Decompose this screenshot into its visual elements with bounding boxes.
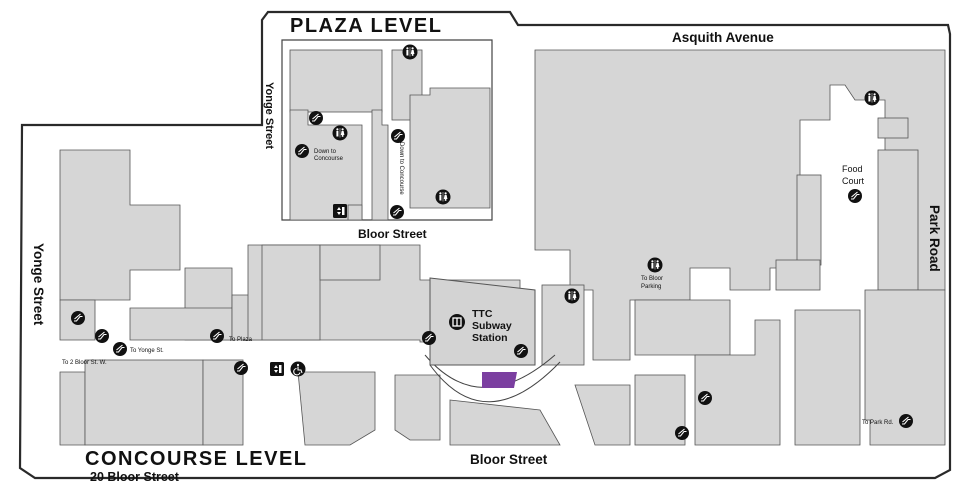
to-2-bloor-label: To 2 Bloor St. W. (62, 360, 107, 366)
shop-bottom-3 (202, 359, 244, 446)
escalator-icon (674, 425, 690, 441)
down-to-concourse-vertical: Down to Concourse (398, 142, 404, 195)
shop-mid-2 (319, 244, 381, 281)
to-park-rd-label: To Park Rd. (862, 420, 894, 426)
shop-bottom-7 (574, 384, 631, 446)
plaza-shop-3 (409, 87, 491, 209)
down-to-concourse-2: Concourse (314, 156, 344, 162)
escalator-icon (898, 413, 914, 429)
escalator-icon (308, 110, 324, 126)
purple-highlight (482, 372, 517, 388)
washroom-icon (864, 90, 880, 106)
escalator-icon (390, 128, 406, 144)
escalator-icon (209, 328, 225, 344)
to-bloor-parking-2: Parking (641, 284, 661, 290)
shop-right-low-4 (864, 289, 946, 446)
yonge-street-concourse-label: Yonge Street (31, 243, 46, 326)
food-stall-1 (796, 174, 822, 266)
washroom-icon (402, 44, 418, 60)
concourse-level-title: CONCOURSE LEVEL (85, 448, 308, 470)
washroom-icon (564, 288, 580, 304)
plaza-level-title: PLAZA LEVEL (290, 15, 442, 37)
escalator-icon (513, 343, 529, 359)
shop-mid-1 (261, 244, 321, 341)
washroom-icon (332, 125, 348, 141)
plaza-shop-5 (371, 109, 389, 221)
escalator-icon (389, 204, 405, 220)
shop-right-low-2 (694, 319, 781, 446)
bloor-street-concourse-label: Bloor Street (470, 452, 548, 467)
ttc-label-3: Station (472, 332, 508, 344)
shop-bottom-6 (449, 399, 561, 446)
shop-bottom-5 (394, 374, 441, 441)
shop-bottom-1 (59, 371, 86, 446)
ttc-icon (449, 314, 465, 330)
escalator-icon (70, 310, 86, 326)
washroom-icon (435, 189, 451, 205)
text-labels: PLAZA LEVEL CONCOURSE LEVEL 20 Bloor Str… (31, 15, 942, 484)
shop-bottom-4 (297, 371, 376, 446)
escalator-icon (294, 143, 310, 159)
food-court-label-2: Court (842, 176, 865, 186)
down-to-concourse-1: Down to (314, 149, 337, 155)
washroom-icon (647, 257, 663, 273)
shop-bottom-2 (84, 359, 204, 446)
food-stall-3 (877, 149, 919, 291)
ttc-label-2: Subway (472, 320, 512, 332)
address-label: 20 Bloor Street (90, 470, 180, 484)
accessible-icon (289, 360, 307, 378)
to-bloor-parking-1: To Bloor (641, 276, 663, 282)
elevator-icon (270, 362, 284, 376)
shop-right-low-1 (634, 299, 731, 356)
icons (70, 44, 914, 441)
shop-right-low-3 (794, 309, 861, 446)
plaza-shop-1 (289, 49, 383, 113)
to-plaza-label: To Plaza (229, 337, 253, 343)
plaza-shop-6 (347, 204, 363, 221)
asquith-avenue-label: Asquith Avenue (672, 30, 774, 45)
escalator-icon (847, 188, 863, 204)
escalator-icon (697, 390, 713, 406)
ttc-label-1: TTC (472, 308, 493, 320)
food-court-label-1: Food (842, 164, 863, 174)
escalator-icon (233, 360, 249, 376)
bloor-street-plaza-label: Bloor Street (358, 227, 427, 241)
plaza-shop-4 (289, 109, 363, 221)
escalator-icon (112, 341, 128, 357)
station-curve-2 (429, 361, 561, 403)
elevator-icon (333, 204, 347, 218)
food-stall-4 (775, 259, 821, 291)
yonge-street-plaza-label: Yonge Street (263, 82, 275, 149)
escalator-icon (94, 328, 110, 344)
food-stall-2 (877, 117, 909, 139)
park-road-label: Park Road (927, 205, 942, 272)
escalator-icon (421, 330, 437, 346)
to-yonge-label: To Yonge St. (130, 348, 164, 354)
